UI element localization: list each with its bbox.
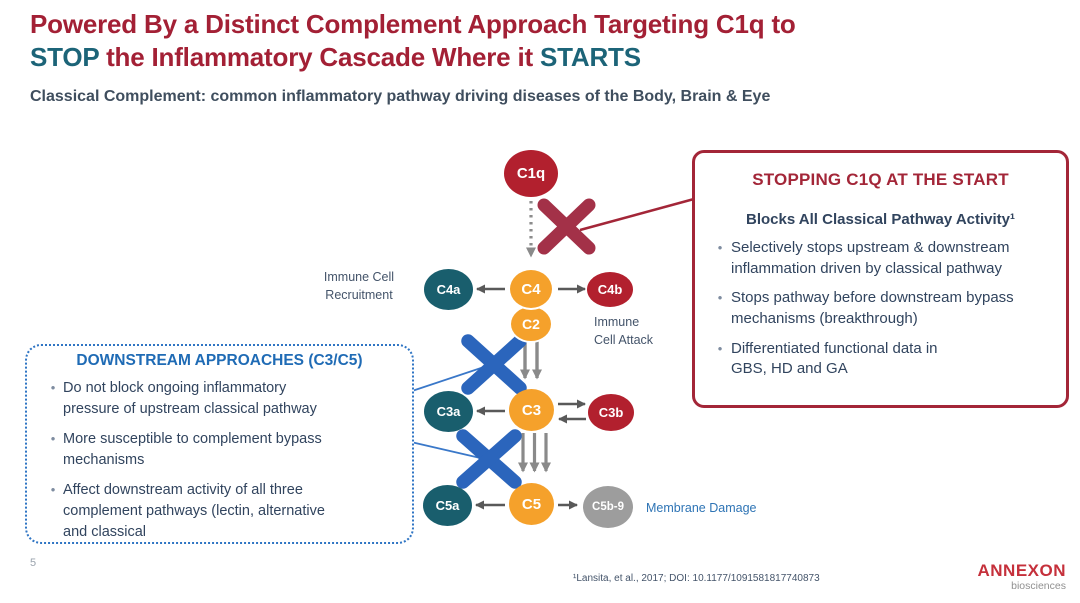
red-box-subtitle: Blocks All Classical Pathway Activity¹	[746, 211, 1015, 228]
node-c4b: C4b	[587, 272, 633, 307]
node-c3a: C3a	[424, 391, 473, 432]
slide-title-line1: Powered By a Distinct Complement Approac…	[30, 9, 796, 39]
node-c1q: C1q	[504, 150, 558, 197]
slide-title-line2: STOP the Inflammatory Cascade Where it S…	[30, 41, 1040, 74]
node-c2: C2	[509, 305, 553, 343]
c2-to-c3-double-arrow	[520, 341, 542, 380]
bullet-dot: •	[717, 290, 723, 306]
node-c5b9: C5b-9	[583, 486, 633, 528]
red-callout-connector-line	[579, 197, 695, 232]
node-c5: C5	[509, 483, 554, 525]
title-word-starts: STARTS	[539, 41, 641, 72]
blue-x-icon-upper	[461, 334, 527, 395]
bullet-item: • Differentiated functional data in GBS,…	[709, 339, 1050, 380]
bullet-item: • Do not block ongoing inflammatory pres…	[43, 378, 402, 420]
logo-wordmark: ANNEXON	[977, 561, 1066, 580]
bullet-dot: •	[717, 340, 723, 356]
bullet-item: • Affect downstream activity of all thre…	[43, 480, 402, 543]
bullet-dot: •	[50, 482, 56, 498]
bullet-text: Do not block ongoing inflammatory pressu…	[63, 380, 317, 418]
bullet-text: More susceptible to complement bypass me…	[63, 431, 322, 469]
bullet-text: Stops pathway before downstream bypass m…	[731, 289, 1014, 328]
bullet-text: Affect downstream activity of all three …	[63, 482, 325, 541]
c3-to-c5-triple-arrow	[518, 433, 551, 473]
blue-x-icon-lower	[456, 429, 522, 489]
bullet-text: Selectively stops upstream & downstream …	[731, 239, 1010, 277]
label-membrane-damage: Membrane Damage	[646, 501, 757, 515]
red-x-icon	[537, 198, 596, 255]
bullet-item: • Selectively stops upstream & downstrea…	[709, 238, 1050, 279]
annexon-logo: ANNEXON biosciences	[977, 562, 1066, 592]
red-box-bullet-list: • Selectively stops upstream & downstrea…	[695, 238, 1066, 380]
slide-title: Powered By a Distinct Complement Approac…	[30, 8, 1040, 73]
node-c5a: C5a	[423, 485, 472, 526]
label-immune-cell-attack: Immune Cell Attack	[594, 315, 654, 347]
page-number: 5	[30, 557, 37, 569]
node-c4a: C4a	[424, 269, 473, 310]
red-box-title: STOPPING C1Q AT THE START	[752, 170, 1009, 189]
node-c3b: C3b	[588, 394, 634, 431]
citation-text: ¹Lansita, et al., 2017; DOI: 10.1177/109…	[573, 573, 820, 584]
bullet-item: • Stops pathway before downstream bypass…	[709, 288, 1050, 329]
bullet-item: • More susceptible to complement bypass …	[43, 429, 402, 471]
title-line2-mid: the Inflammatory Cascade Where it	[99, 41, 540, 72]
stopping-c1q-callout-box: STOPPING C1Q AT THE START Blocks All Cla…	[692, 150, 1069, 408]
blue-box-bullet-list: • Do not block ongoing inflammatory pres…	[27, 378, 412, 543]
node-c4: C4	[508, 268, 554, 310]
bullet-dot: •	[50, 380, 56, 395]
bullet-text: Differentiated functional data in GBS, H…	[731, 339, 938, 378]
blue-connector-line-lower	[410, 441, 490, 461]
bullet-dot: •	[50, 431, 56, 447]
downstream-approaches-box: DOWNSTREAM APPROACHES (C3/C5) • Do not b…	[25, 344, 414, 544]
blue-box-title: DOWNSTREAM APPROACHES (C3/C5)	[76, 352, 363, 369]
slide-subtitle: Classical Complement: common inflammator…	[30, 88, 771, 105]
bullet-dot: •	[717, 240, 723, 255]
node-c3: C3	[509, 389, 554, 431]
title-word-stop: STOP	[30, 41, 100, 72]
label-immune-cell-recruitment: Immune Cell Recruitment	[323, 270, 395, 302]
logo-tagline: biosciences	[1011, 580, 1066, 592]
